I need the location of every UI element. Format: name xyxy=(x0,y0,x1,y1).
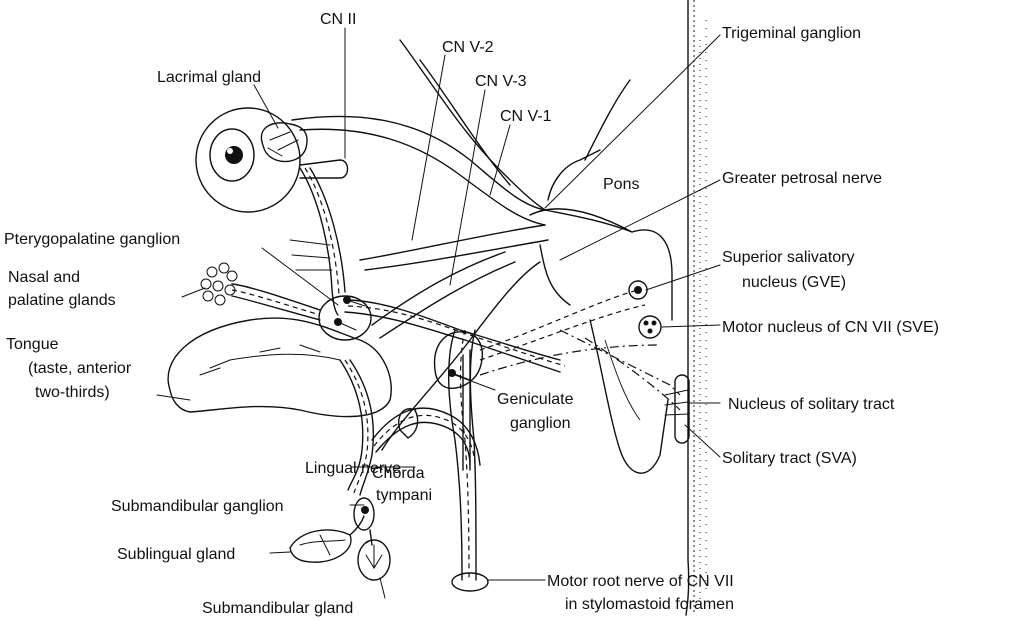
label-nasal-1: Nasal and xyxy=(8,269,80,286)
superior-salivatory-nucleus xyxy=(629,281,647,299)
label-submandibular-ganglion: Submandibular ganglion xyxy=(111,498,284,515)
label-solitary-tract: Solitary tract (SVA) xyxy=(722,450,857,467)
motor-nucleus-cn7 xyxy=(639,316,661,338)
label-geniculate-2: ganglion xyxy=(510,415,571,432)
lacrimal-gland xyxy=(261,123,307,162)
label-geniculate-1: Geniculate xyxy=(497,391,574,408)
label-motor-nucleus: Motor nucleus of CN VII (SVE) xyxy=(722,319,939,336)
label-pterygopalatine: Pterygopalatine ganglion xyxy=(4,231,180,248)
label-tongue-3: two-thirds) xyxy=(35,384,110,401)
label-tongue-1: Tongue xyxy=(6,336,59,353)
label-chorda-2: tympani xyxy=(376,487,432,504)
label-tongue-2: (taste, anterior xyxy=(28,360,132,377)
sublingual-gland xyxy=(290,516,364,562)
tongue xyxy=(168,318,391,417)
label-submandibular-gland: Submandibular gland xyxy=(202,600,353,617)
label-cn-v2: CN V-2 xyxy=(442,39,494,56)
greater-petrosal-path xyxy=(290,168,565,372)
label-trigeminal-ganglion: Trigeminal ganglion xyxy=(722,25,861,42)
nucleus-solitary-tract xyxy=(665,375,689,443)
optic-nerve xyxy=(300,160,348,178)
nasal-palatine-glands xyxy=(201,263,320,320)
label-cn-v3: CN V-3 xyxy=(475,73,527,90)
geniculate-ganglion xyxy=(435,332,483,388)
submandibular-ganglion xyxy=(354,498,374,530)
label-motor-root-1: Motor root nerve of CN VII xyxy=(547,573,734,590)
label-pons: Pons xyxy=(603,176,639,193)
label-cn2: CN II xyxy=(320,11,356,28)
labels: CN II Trigeminal ganglion Lacrimal gland… xyxy=(4,11,939,617)
trigeminal-branches xyxy=(292,40,632,450)
label-sublingual-gland: Sublingual gland xyxy=(117,546,235,563)
label-chorda-1: Chorda xyxy=(372,465,425,482)
stylomastoid-foramen xyxy=(452,573,488,591)
label-cn-v1: CN V-1 xyxy=(500,108,552,125)
pterygopalatine-ganglion xyxy=(319,296,371,340)
label-nasal-2: palatine glands xyxy=(8,292,116,309)
submandibular-gland xyxy=(358,530,390,580)
label-greater-petrosal: Greater petrosal nerve xyxy=(722,170,882,187)
label-motor-root-2: in stylomastoid foramen xyxy=(565,596,734,613)
facial-nerve-trunk xyxy=(449,330,476,580)
label-nucleus-solitary: Nucleus of solitary tract xyxy=(728,396,895,413)
label-lacrimal-gland: Lacrimal gland xyxy=(157,69,261,86)
brainstem xyxy=(686,0,706,615)
label-superior-salivatory-2: nucleus (GVE) xyxy=(742,274,846,291)
label-superior-salivatory-1: Superior salivatory xyxy=(722,249,855,266)
